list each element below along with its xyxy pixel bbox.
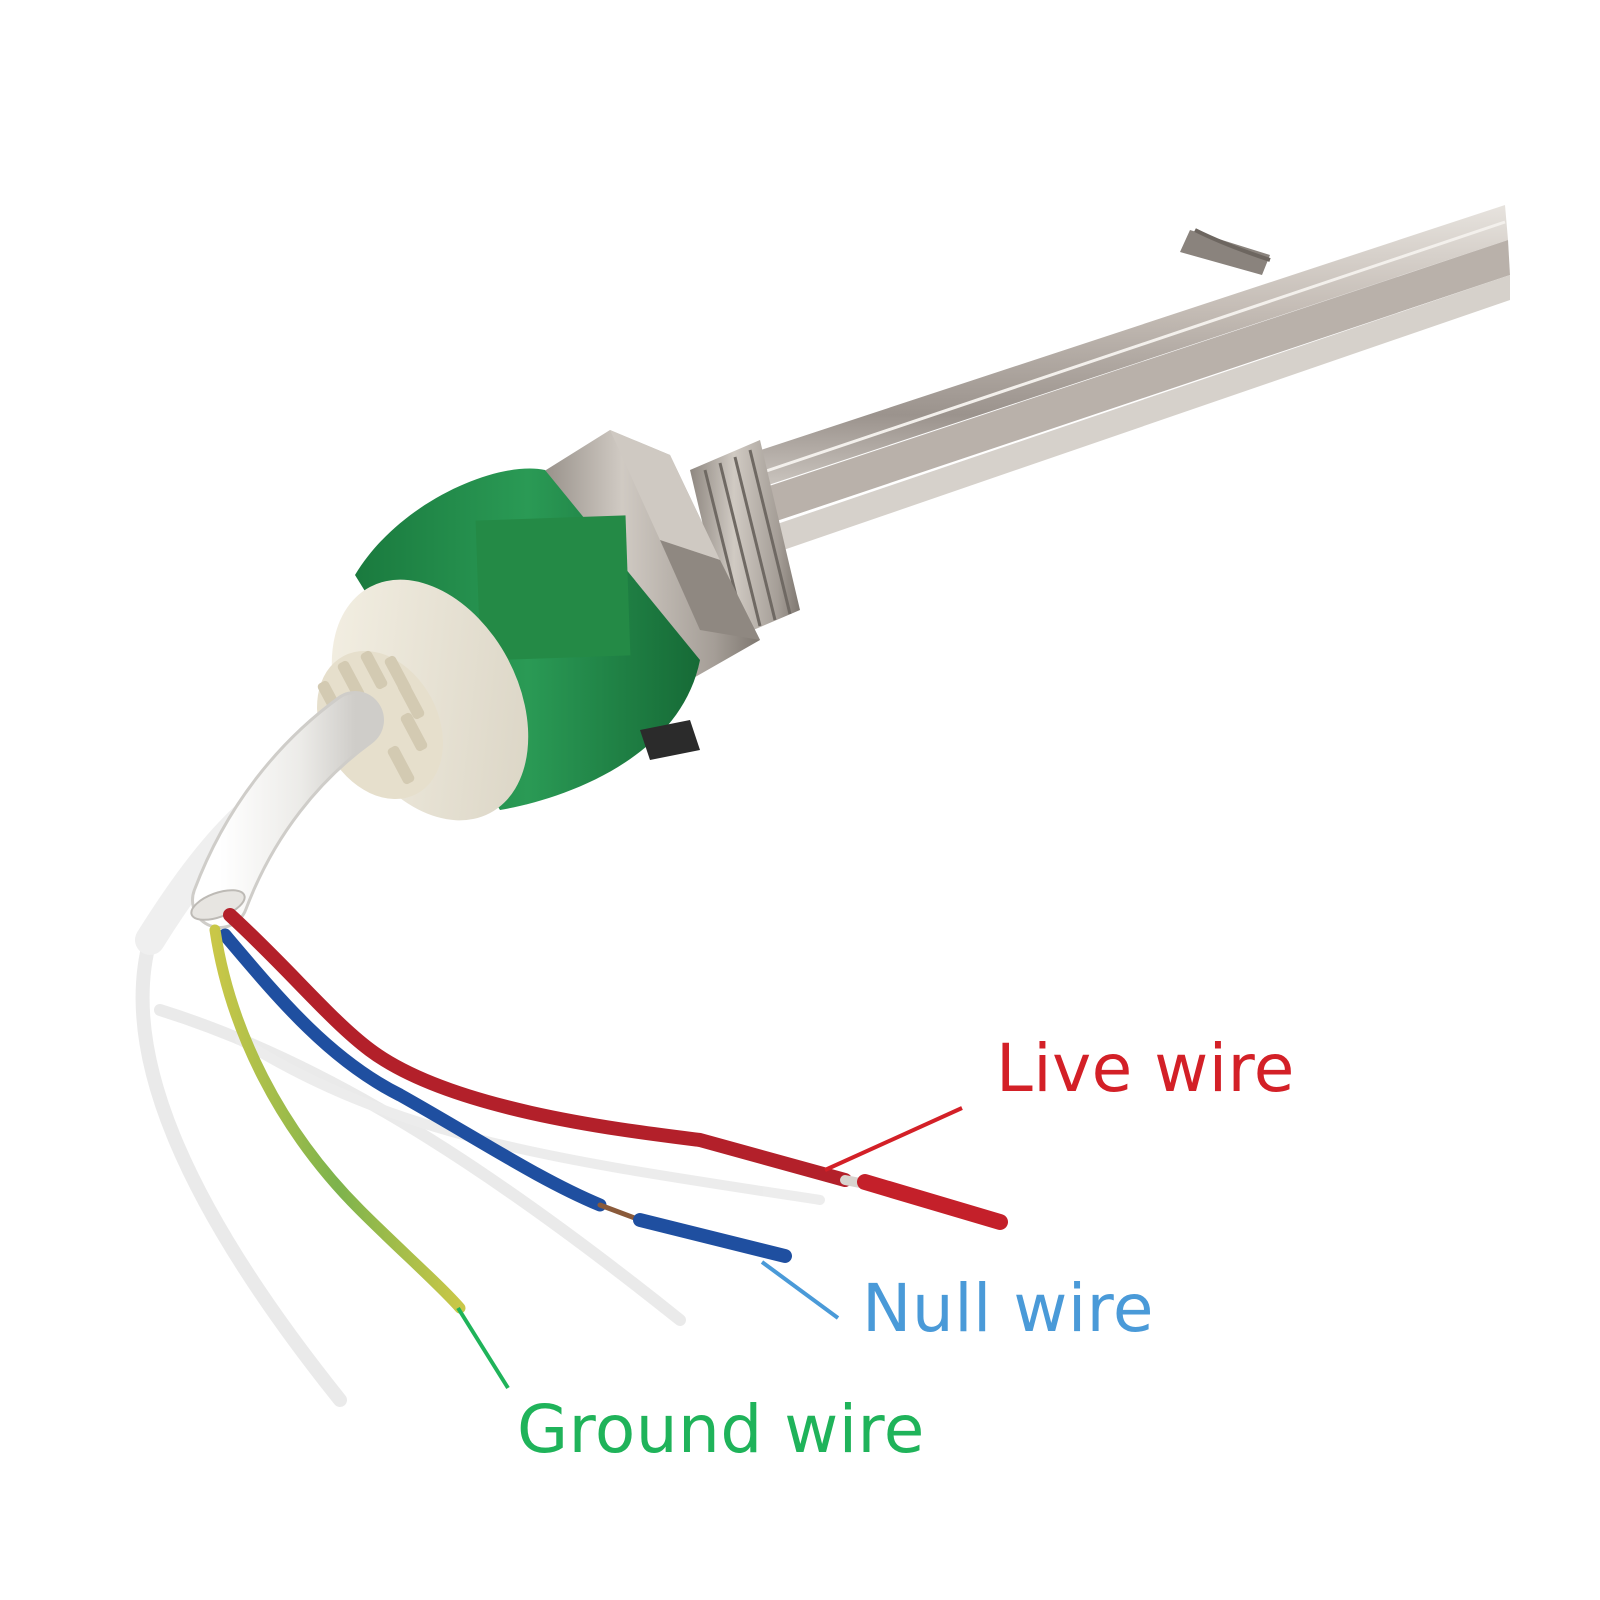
ground-wire-label: Ground wire — [517, 1391, 925, 1468]
green-housing — [355, 468, 700, 810]
steel-heating-tubes — [700, 205, 1510, 565]
live-wire-label: Live wire — [996, 1030, 1295, 1107]
ground-leader-line — [456, 1306, 510, 1390]
ground-wire — [209, 924, 466, 1314]
live-leader-line — [824, 1106, 963, 1172]
null-wire — [218, 928, 792, 1263]
label-leader-lines — [456, 1106, 963, 1390]
null-leader-line — [760, 1260, 840, 1320]
null-wire-label: Null wire — [862, 1270, 1154, 1347]
threaded-fitting — [690, 440, 800, 640]
live-wire — [223, 908, 1008, 1230]
hex-nut — [530, 430, 760, 680]
white-cable — [190, 691, 384, 929]
